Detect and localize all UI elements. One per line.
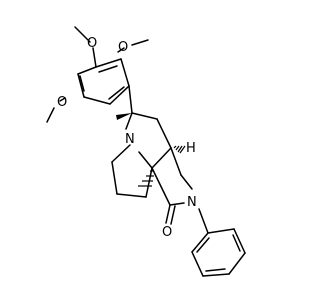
atom-n-pyrrolizidine: N [125,132,135,147]
bond-co-2 [170,205,176,225]
bond-ring1-double-2 [108,86,125,100]
bond-ring1-a [95,58,122,68]
bond-c6-c7 [156,118,172,149]
bond-methyl-left [46,107,55,123]
molecule-canvas: O O O N N O H [46,26,246,277]
bond-ph-double-3 [196,237,210,253]
bond-c7-c8 [151,147,172,169]
atom-n-lactam: N [187,195,197,210]
bond-ome-left [59,97,66,102]
bond-ring1-e [77,73,85,98]
bond-ph-a [207,228,235,234]
bond-carbonyl-c8 [151,167,171,206]
bond-ph-e [191,251,204,277]
bond-ring1-f [77,66,97,75]
atom-o-top: O [87,36,97,51]
hash-bond-c7-h [173,145,186,154]
bond-n-c3 [111,144,131,163]
bond-n-carbonyl [169,202,185,206]
bond-ph-double-2 [205,268,226,272]
atom-o-carbonyl: O [162,225,172,240]
atom-o-left: O [57,95,67,110]
bond-c3-c2 [111,161,118,195]
bond-ring1-double-1 [98,65,118,73]
bond-n-c8 [138,151,153,169]
hash-bond-c8 [138,170,154,187]
bond-ph-f [191,232,209,253]
atom-h-stereo: H [186,141,196,156]
bond-ph-b [233,228,246,254]
bond-ch2-n [180,174,193,190]
bond-c7-ch2 [170,147,182,176]
bond-ph-double-1 [232,234,241,252]
bond-methyl-top [74,26,91,43]
bond-c2-c1 [116,193,147,198]
bond-ring1-b [120,58,130,87]
bond-methyl-right [131,39,149,46]
bond-group [46,26,246,277]
molecule-structure: O O O N N O H [46,26,246,277]
bond-co-1 [165,204,171,224]
bond-ring1-d [83,96,111,105]
bond-ome-top [92,47,97,68]
bond-ring1-double-3 [79,75,85,92]
atom-o-right: O [118,40,128,55]
bond-ph-c [228,252,246,275]
bond-c5-n [125,112,133,130]
bond-ome-right [117,47,125,53]
bond-c5-c6 [131,112,158,120]
bond-n-phenyl [198,208,209,234]
bond-c1-c8 [145,167,153,198]
bond-aryl-link [128,85,133,114]
wedge-bond-aryl [116,113,132,120]
bond-ph-d [202,273,230,277]
bond-ring1-c [109,85,130,105]
